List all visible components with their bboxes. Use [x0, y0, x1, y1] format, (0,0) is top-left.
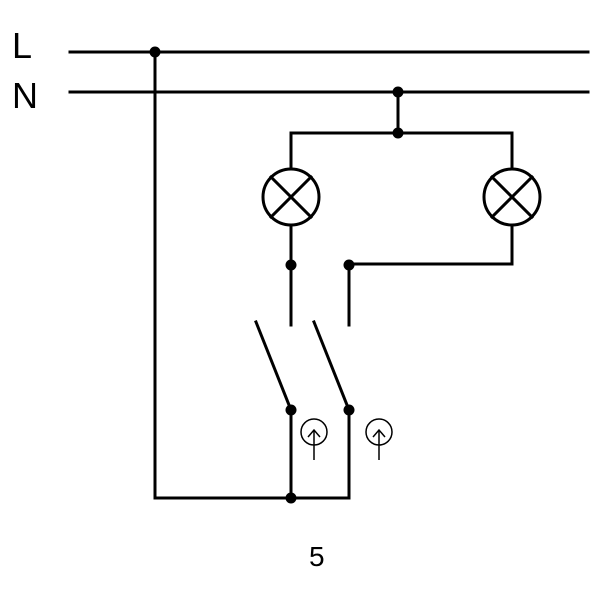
junction-node	[392, 127, 404, 139]
figure-number: 5	[309, 541, 325, 572]
switch-two-blade	[312, 320, 351, 412]
line-rail-label: L	[12, 25, 32, 66]
line-feed-wire	[153, 50, 351, 500]
switch-one-blade	[254, 320, 293, 412]
neutral-lamp-bus	[289, 131, 514, 170]
lamp-one-icon	[261, 167, 321, 227]
switch-one-indicator-icon	[300, 418, 328, 460]
junction-node	[285, 492, 297, 504]
terminal-node	[343, 259, 355, 271]
lamp-two-switch-wire	[347, 224, 514, 327]
terminal-node	[343, 404, 355, 416]
switch-two-indicator-icon	[365, 418, 393, 460]
lamp-two-icon	[482, 167, 542, 227]
terminal-node	[285, 404, 297, 416]
neutral-rail-label: N	[12, 75, 38, 116]
junction-node	[149, 46, 161, 58]
junction-node	[392, 86, 404, 98]
terminal-node	[285, 259, 297, 271]
